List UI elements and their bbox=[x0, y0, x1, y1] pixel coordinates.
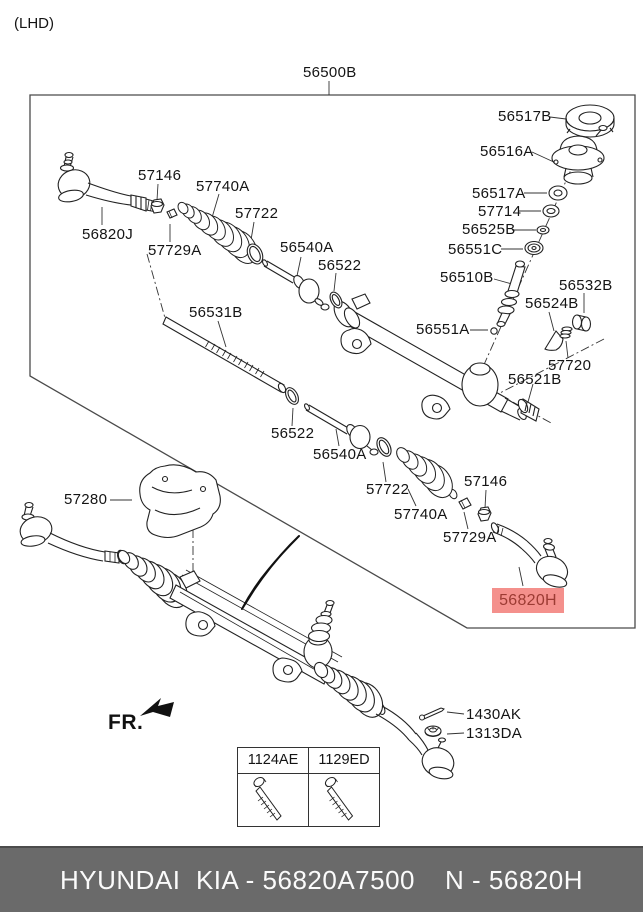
part-label-57722-1[interactable]: 57722 bbox=[235, 205, 279, 222]
footer-part-ref: N - 56820H bbox=[445, 864, 583, 895]
part-label-57740A-2[interactable]: 57740A bbox=[394, 506, 448, 523]
part-label-57729A-1[interactable]: 57729A bbox=[148, 242, 202, 259]
boot-clip-upper-drawing bbox=[246, 243, 264, 265]
footer-brand-partnumber: HYUNDAI KIA - 56820A7500 bbox=[60, 864, 416, 895]
part-label-56521B[interactable]: 56521B bbox=[508, 371, 562, 388]
fastener-table: 1124AE 1129ED bbox=[237, 747, 380, 827]
yoke-plug-drawing bbox=[517, 398, 540, 422]
fastener-table-body bbox=[238, 774, 379, 826]
outer-tie-rod-right-highlighted-drawing bbox=[490, 522, 569, 588]
pinion-shaft-drawing bbox=[490, 260, 526, 335]
mount-insulator-drawing bbox=[551, 124, 608, 185]
fastener-cell-1124AE bbox=[238, 774, 309, 826]
part-label-56540A-2[interactable]: 56540A bbox=[313, 446, 367, 463]
inner-tie-rod-upper-drawing bbox=[261, 259, 343, 311]
fr-direction-arrow-icon bbox=[140, 698, 174, 717]
part-label-56540A-1[interactable]: 56540A bbox=[280, 239, 334, 256]
tie-rod-nut-clamp-upper-drawing bbox=[150, 198, 178, 219]
part-label-56532B[interactable]: 56532B bbox=[559, 277, 613, 294]
lhd-note: (LHD) bbox=[14, 15, 54, 32]
bolt-1124AE-drawing bbox=[253, 776, 282, 821]
part-label-56524B[interactable]: 56524B bbox=[525, 295, 579, 312]
part-label-56551C[interactable]: 56551C bbox=[448, 241, 503, 258]
part-label-56551A[interactable]: 56551A bbox=[416, 321, 470, 338]
rack-bar-drawing bbox=[162, 316, 299, 405]
part-label-57146-2[interactable]: 57146 bbox=[464, 473, 508, 490]
mount-bearing-drawing bbox=[565, 104, 615, 138]
boot-clip-lower-drawing bbox=[376, 437, 392, 457]
part-label-57714[interactable]: 57714 bbox=[478, 203, 522, 220]
fastener-code-1129ED[interactable]: 1129ED bbox=[318, 752, 370, 768]
part-label-56820J[interactable]: 56820J bbox=[82, 226, 134, 243]
part-label-1313DA[interactable]: 1313DA bbox=[466, 725, 523, 742]
part-label-57729A-2[interactable]: 57729A bbox=[443, 529, 497, 546]
inner-tie-rod-lower-drawing bbox=[303, 403, 379, 456]
part-label-56525B[interactable]: 56525B bbox=[462, 221, 516, 238]
part-label-57720[interactable]: 57720 bbox=[548, 357, 592, 374]
part-label-56531B[interactable]: 56531B bbox=[189, 304, 243, 321]
part-label-56522-1[interactable]: 56522 bbox=[318, 257, 362, 274]
part-label-56522-2[interactable]: 56522 bbox=[271, 425, 315, 442]
diagram-boundary-box bbox=[29, 94, 636, 629]
bellows-upper-left-drawing bbox=[177, 201, 258, 264]
part-label-57146-1[interactable]: 57146 bbox=[138, 167, 182, 184]
part-label-56516A[interactable]: 56516A bbox=[480, 143, 534, 160]
part-label-56500B[interactable]: 56500B bbox=[303, 64, 357, 81]
part-label-57280[interactable]: 57280 bbox=[64, 491, 108, 508]
cotter-pin-drawing bbox=[419, 707, 445, 721]
bolt-1129ED-drawing bbox=[324, 776, 354, 821]
heat-protector-drawing bbox=[139, 464, 221, 539]
fastener-code-1124AE[interactable]: 1124AE bbox=[238, 748, 309, 773]
tie-rod-nut-clamp-lower-drawing bbox=[458, 497, 492, 522]
part-label-56510B[interactable]: 56510B bbox=[440, 269, 494, 286]
fastener-cell-1129ED bbox=[309, 774, 379, 826]
gear-housing-drawing bbox=[333, 293, 527, 421]
fr-indicator-label: FR. bbox=[108, 711, 144, 734]
assembled-gear-drawing bbox=[19, 501, 455, 780]
part-label-57722-2[interactable]: 57722 bbox=[366, 481, 410, 498]
yoke-cap-spring-plug-drawing bbox=[544, 314, 592, 351]
footer-bar: HYUNDAI KIA - 56820A7500 N - 56820H bbox=[0, 846, 643, 912]
part-label-1430AK[interactable]: 1430AK bbox=[466, 706, 522, 723]
leader-lines bbox=[101, 81, 585, 735]
part-label-56517A[interactable]: 56517A bbox=[472, 185, 526, 202]
castle-nut-drawing bbox=[424, 725, 442, 738]
part-label-57740A-1[interactable]: 57740A bbox=[196, 178, 250, 195]
bearing-washer-stack-drawing bbox=[524, 185, 568, 256]
fastener-table-header: 1124AE 1129ED bbox=[238, 748, 379, 774]
highlighted-part-label[interactable]: 56820H bbox=[492, 588, 564, 613]
bellows-lower-drawing bbox=[396, 447, 458, 500]
brush-swoosh-mark bbox=[241, 535, 300, 610]
part-label-56517B[interactable]: 56517B bbox=[498, 108, 552, 125]
